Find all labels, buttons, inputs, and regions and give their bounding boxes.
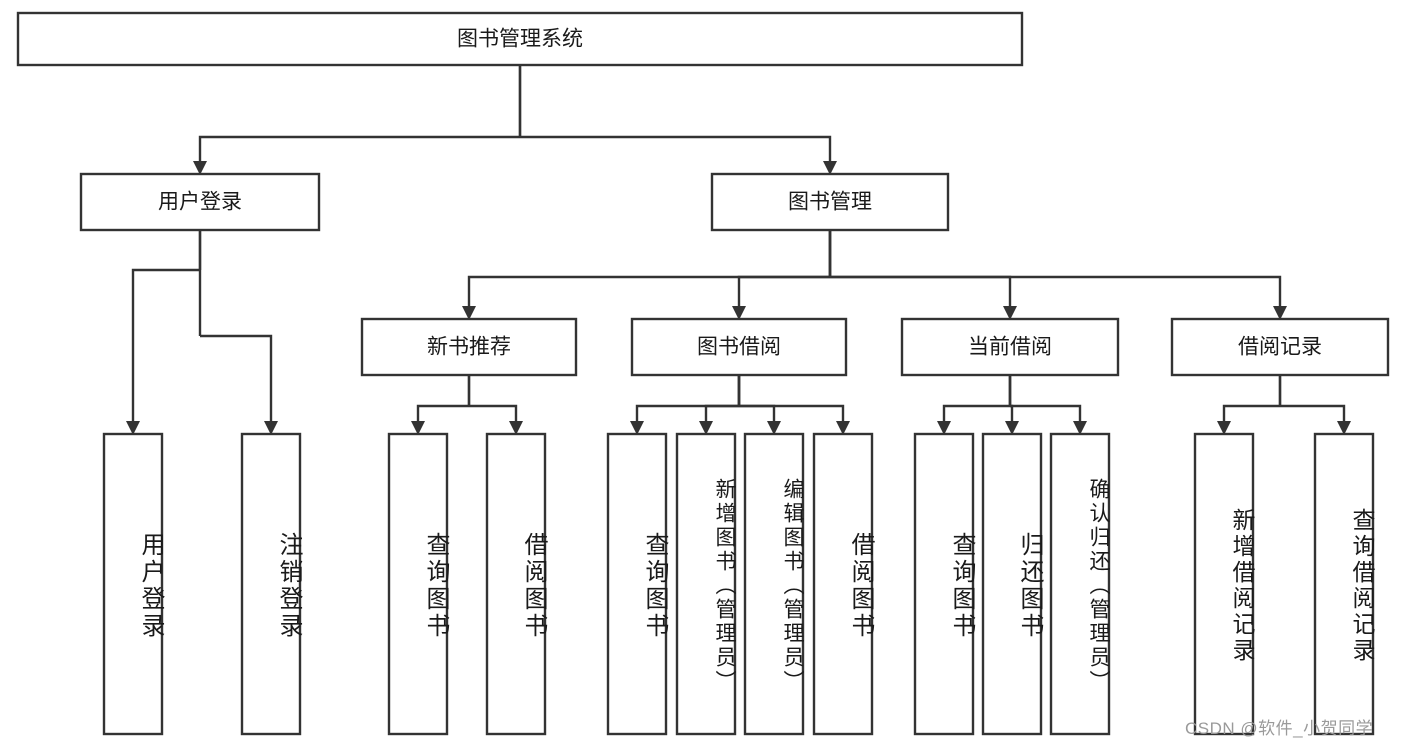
- connector-line: [1222, 404, 1280, 423]
- connector-line: [739, 404, 776, 423]
- connector-line: [1280, 404, 1346, 423]
- node-root-图书管理系统-label: 图书管理系统: [457, 28, 583, 51]
- arrow-head-icon: [732, 306, 746, 320]
- node-查询图书-0[interactable]: [387, 432, 449, 736]
- node-借阅记录-3[interactable]: [1170, 317, 1390, 377]
- node-编辑图书管理员-2[interactable]: [743, 432, 805, 736]
- node-用户登录-0[interactable]: [102, 432, 164, 736]
- arrow-head-icon: [462, 306, 476, 320]
- node-图书借阅-1[interactable]: [630, 317, 848, 377]
- connector-line: [1010, 404, 1014, 423]
- csdn-watermark: CSDN @软件_小贺同学: [1185, 719, 1374, 738]
- arrow-head-icon: [767, 421, 781, 435]
- arrow-head-icon: [509, 421, 523, 435]
- node-图书管理-1-label: 图书管理: [788, 191, 872, 214]
- node-归还图书-1[interactable]: [981, 432, 1043, 736]
- connector-line: [1010, 404, 1082, 423]
- node-新增图书管理员-1[interactable]: [675, 432, 737, 736]
- arrow-head-icon: [193, 161, 207, 175]
- arrow-head-icon: [1005, 421, 1019, 435]
- connector-line: [635, 404, 739, 423]
- node-查询图书-0[interactable]: [913, 432, 975, 736]
- connector-line: [704, 404, 739, 423]
- connector-line: [467, 275, 830, 308]
- arrow-head-icon: [823, 161, 837, 175]
- connector-layer: [126, 65, 1351, 435]
- node-借阅图书-3[interactable]: [812, 432, 874, 736]
- node-借阅记录-3-label: 借阅记录: [1238, 336, 1322, 359]
- node-图书管理-1[interactable]: [710, 172, 950, 232]
- node-新书推荐-0[interactable]: [360, 317, 578, 377]
- connector-line: [830, 275, 1012, 308]
- connector-line: [830, 275, 1282, 308]
- node-新增借阅记录-0[interactable]: [1193, 432, 1255, 736]
- arrow-head-icon: [264, 421, 278, 435]
- arrow-head-icon: [836, 421, 850, 435]
- node-查询借阅记录-1[interactable]: [1313, 432, 1375, 736]
- arrow-head-icon: [1337, 421, 1351, 435]
- arrow-head-icon: [1273, 306, 1287, 320]
- connector-line: [200, 334, 273, 423]
- node-当前借阅-2[interactable]: [900, 317, 1120, 377]
- node-注销登录-1[interactable]: [240, 432, 302, 736]
- connector-line: [469, 404, 518, 423]
- node-用户登录-0[interactable]: [79, 172, 321, 232]
- node-root-图书管理系统[interactable]: [16, 11, 1024, 67]
- arrow-head-icon: [1217, 421, 1231, 435]
- arrow-head-icon: [699, 421, 713, 435]
- arrow-head-icon: [1073, 421, 1087, 435]
- connector-line: [198, 135, 520, 163]
- arrow-head-icon: [937, 421, 951, 435]
- node-确认归还管理员-2[interactable]: [1049, 432, 1111, 736]
- node-新书推荐-0-label: 新书推荐: [427, 336, 511, 359]
- connector-line: [520, 135, 832, 163]
- connector-line: [739, 404, 845, 423]
- arrow-head-icon: [1003, 306, 1017, 320]
- arrow-head-icon: [126, 421, 140, 435]
- node-查询图书-0[interactable]: [606, 432, 668, 736]
- connector-line: [416, 404, 469, 423]
- connector-line: [737, 275, 830, 308]
- node-当前借阅-2-label: 当前借阅: [968, 336, 1052, 359]
- connector-line: [942, 404, 1010, 423]
- arrow-head-icon: [411, 421, 425, 435]
- node-借阅图书-1[interactable]: [485, 432, 547, 736]
- arrow-head-icon: [630, 421, 644, 435]
- node-图书借阅-1-label: 图书借阅: [697, 336, 781, 359]
- connector-line: [131, 268, 200, 423]
- node-用户登录-0-label: 用户登录: [158, 191, 242, 214]
